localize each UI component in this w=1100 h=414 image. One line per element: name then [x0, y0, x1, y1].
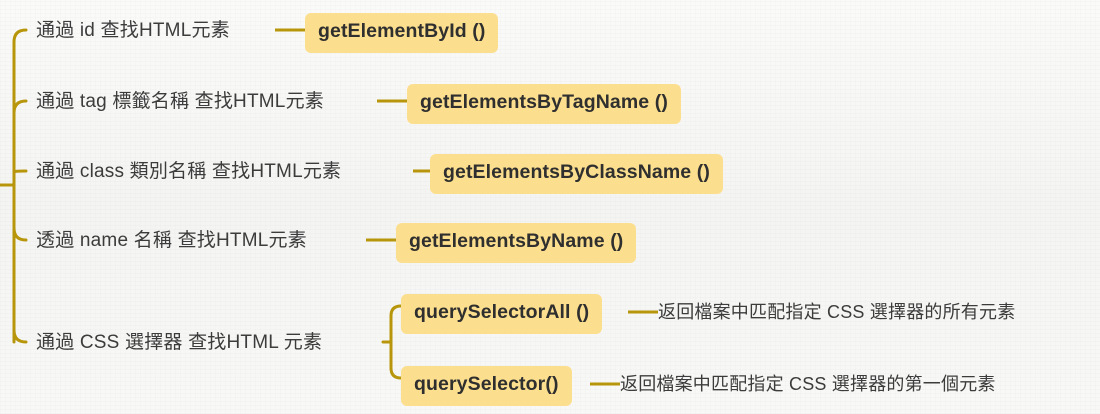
branch-label-class: 通過 class 類別名稱 查找HTML元素	[36, 161, 342, 182]
method-pill-getelementsbyname[interactable]: getElementsByName ()	[396, 223, 637, 263]
method-pill-getelementsbytagname[interactable]: getElementsByTagName ()	[407, 84, 681, 124]
branch-label-id: 通過 id 查找HTML元素	[36, 20, 230, 41]
method-pill-getelementsbyclassname[interactable]: getElementsByClassName ()	[430, 154, 723, 194]
branch-label-tag: 通過 tag 標籤名稱 查找HTML元素	[36, 91, 324, 112]
description-queryselectorall: 返回檔案中匹配指定 CSS 選擇器的所有元素	[658, 302, 1016, 322]
branch-label-css-selector: 通過 CSS 選擇器 查找HTML 元素	[36, 332, 323, 353]
method-pill-queryselectorall[interactable]: querySelectorAll ()	[401, 294, 603, 334]
description-queryselector: 返回檔案中匹配指定 CSS 選擇器的第一個元素	[620, 374, 996, 394]
method-pill-queryselector[interactable]: querySelector()	[401, 366, 572, 406]
method-pill-getelementbyid[interactable]: getElementById ()	[305, 13, 499, 53]
branch-label-name: 透過 name 名稱 查找HTML元素	[36, 230, 307, 251]
